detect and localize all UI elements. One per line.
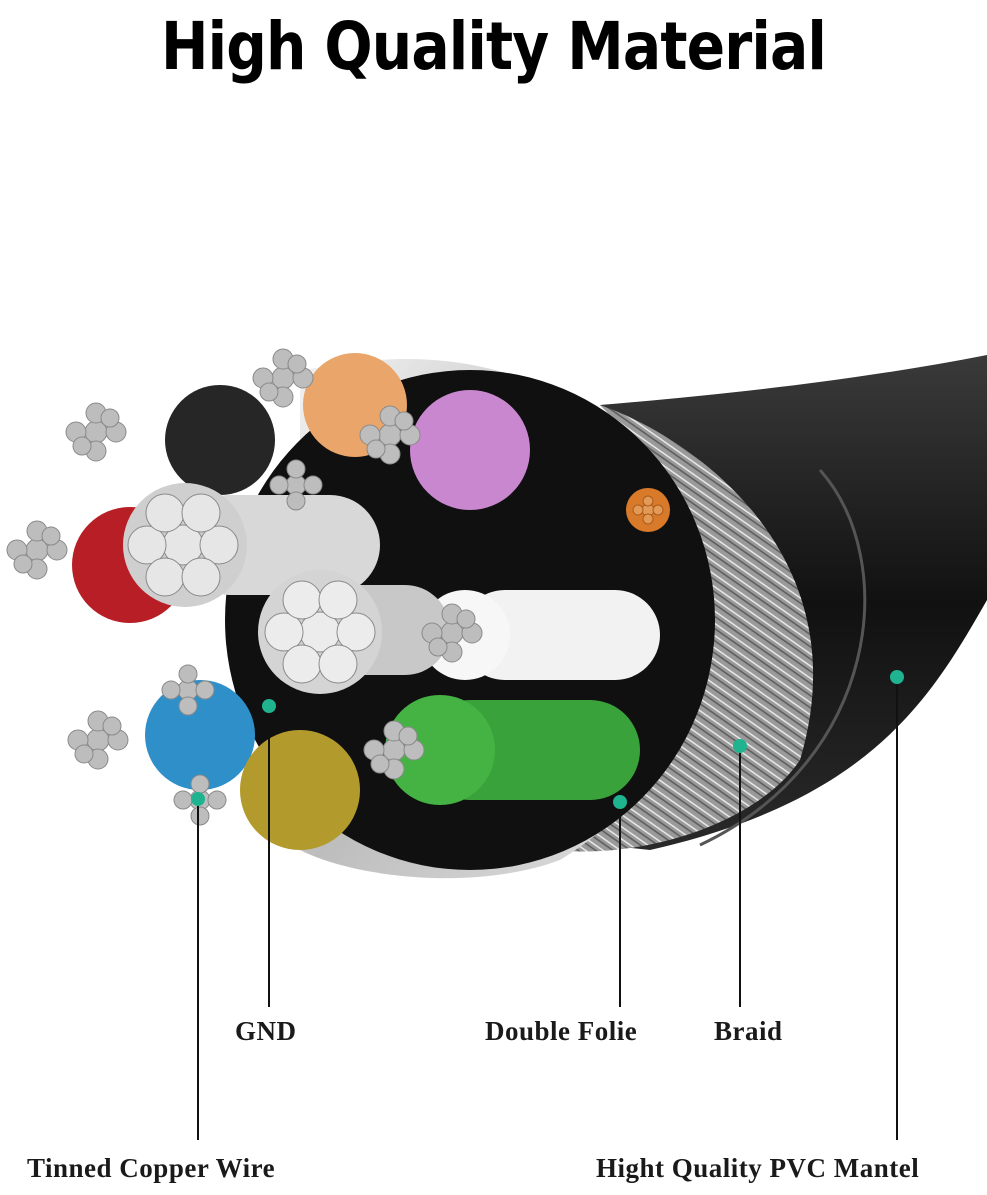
page-title: High Quality Material — [160, 8, 827, 85]
braid-layer — [550, 405, 814, 852]
marker-dot-braid — [733, 739, 747, 753]
callout-lines — [197, 677, 898, 1140]
label-pvc-mantel: Hight Quality PVC Mantel — [596, 1153, 920, 1183]
marker-dot-gnd — [262, 699, 276, 713]
label-braid: Braid — [714, 1016, 783, 1046]
label-gnd: GND — [235, 1016, 297, 1046]
tinned-copper-strands — [6, 348, 664, 826]
label-tinned-copper-wire: Tinned Copper Wire — [27, 1153, 276, 1183]
callout-markers — [191, 670, 904, 809]
marker-dot-tinned-copper — [191, 792, 205, 806]
label-double-folie: Double Folie — [485, 1016, 638, 1046]
marker-dot-double-folie — [613, 795, 627, 809]
marker-dot-pvc — [890, 670, 904, 684]
